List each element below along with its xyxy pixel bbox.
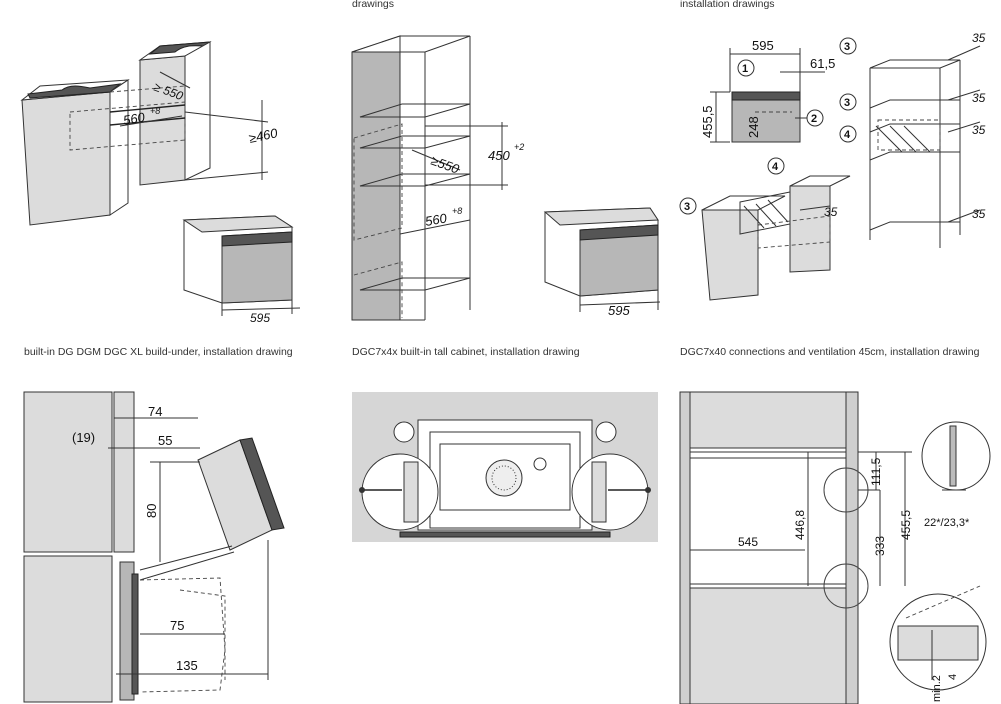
dim-135: 135 bbox=[176, 658, 198, 673]
dim-35-e: 35 bbox=[824, 205, 838, 219]
dim-595: 595 bbox=[250, 311, 270, 325]
dim-446-8: 446,8 bbox=[793, 510, 807, 540]
dim-80: 80 bbox=[144, 504, 159, 518]
dim-560-sup: +8 bbox=[150, 106, 160, 116]
dim-111-5: 111,5 bbox=[869, 457, 883, 486]
dim-35-c: 35 bbox=[972, 123, 986, 137]
callout-4b: 4 bbox=[772, 161, 779, 173]
dim-560: 560 bbox=[424, 210, 449, 229]
drawing-door-opening-section: 74 (19) 55 80 75 135 bbox=[20, 390, 320, 704]
dim-560-sup: +8 bbox=[452, 206, 462, 216]
dim-61-5: 61,5 bbox=[810, 56, 835, 71]
callout-3b: 3 bbox=[844, 97, 850, 109]
dim-35-b: 35 bbox=[972, 91, 986, 105]
dim-455-5: 455,5 bbox=[700, 105, 715, 138]
dim-333: 333 bbox=[873, 536, 887, 556]
dim-19: (19) bbox=[72, 430, 95, 445]
dim-595: 595 bbox=[752, 38, 774, 53]
drawing-oven-front-fixing bbox=[352, 392, 658, 542]
dim-22-23: 22*/23,3* bbox=[924, 517, 970, 529]
caption-top-right-tail: installation drawings bbox=[680, 0, 775, 10]
caption-bottom-middle: DGC7x4x built-in tall cabinet, installat… bbox=[352, 346, 580, 358]
caption-bottom-left: built-in DG DGM DGC XL build-under, inst… bbox=[24, 346, 293, 358]
dim-450: 450 bbox=[488, 148, 510, 163]
caption-bottom-right: DGC7x40 connections and ventilation 45cm… bbox=[680, 346, 980, 358]
callout-3c: 3 bbox=[684, 201, 690, 213]
caption-top-middle-tail: drawings bbox=[352, 0, 395, 10]
dim-560: 560 bbox=[122, 109, 147, 128]
callout-3a: 3 bbox=[844, 41, 850, 53]
dim-55: 55 bbox=[158, 433, 172, 448]
drawing-connections-ventilation: 111,5 446,8 333 455,5 545 22*/23,3* min.… bbox=[679, 390, 1001, 704]
dim-min-2: min.2 bbox=[931, 675, 943, 702]
dim-74: 74 bbox=[148, 404, 162, 419]
drawing-connections-installation: 595 61,5 455,5 248 1 2 3 3 4 4 3 35 35 3… bbox=[679, 20, 1001, 340]
dim-455-5: 455,5 bbox=[899, 510, 913, 540]
drawing-tall-cabinet-isometric: 450 +2 ≥550 560 +8 595 bbox=[340, 20, 670, 340]
dim-450-sup: +2 bbox=[514, 142, 524, 152]
dim-75: 75 bbox=[170, 618, 184, 633]
drawing-build-under-isometric: ≥ 550 560 +8 ≥460 595 bbox=[0, 20, 320, 340]
dim-35-a: 35 bbox=[972, 31, 986, 45]
callout-4a: 4 bbox=[844, 129, 851, 141]
dim-545: 545 bbox=[738, 535, 758, 549]
callout-2: 2 bbox=[811, 113, 817, 125]
dim-248: 248 bbox=[746, 116, 761, 138]
callout-1: 1 bbox=[742, 63, 748, 75]
dim-460: ≥460 bbox=[248, 125, 280, 146]
dim-35-d: 35 bbox=[972, 207, 986, 221]
dim-4: 4 bbox=[947, 674, 959, 680]
dim-595: 595 bbox=[608, 303, 630, 318]
dim-550: ≥550 bbox=[429, 153, 462, 177]
